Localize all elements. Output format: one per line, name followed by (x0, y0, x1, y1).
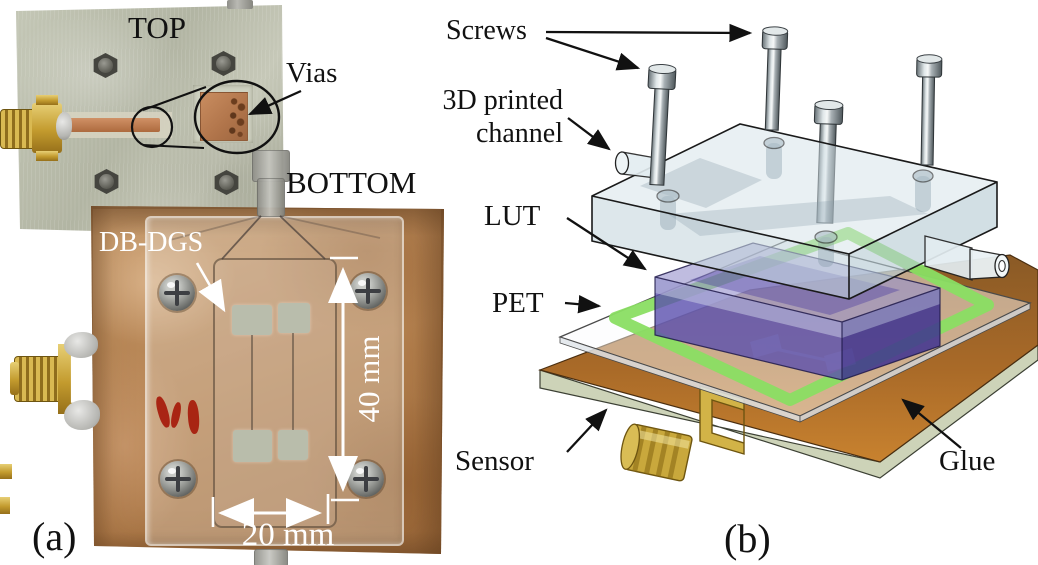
hex-bolt (211, 51, 236, 76)
dgs-pad (278, 430, 308, 460)
channel-arrow (567, 117, 611, 151)
bottom-photo-title: BOTTOM (286, 165, 417, 200)
pet-arrow (564, 295, 602, 314)
tube-fitting-neck (257, 178, 285, 217)
edge-contact (0, 464, 12, 479)
dim-width-label: 20 mm (241, 517, 335, 553)
channel-cavity-shadow (668, 196, 928, 236)
channel-block (591, 123, 998, 300)
screws-arrow-left (545, 36, 641, 71)
dgs-pattern-seen-through (750, 334, 856, 372)
sma-connector-bottom (14, 356, 62, 402)
dgs-label: DB-DGS (99, 227, 204, 258)
via-patch (200, 92, 248, 141)
screw-hole (814, 230, 838, 244)
screw-hole (912, 169, 934, 183)
top-tube-stub (227, 0, 253, 9)
phillips-screw (348, 461, 384, 497)
dim-height-label: 40 mm (351, 335, 386, 423)
pet-label: PET (492, 287, 544, 319)
sma-tab (36, 151, 58, 161)
glue-label: Glue (939, 445, 996, 477)
inlet-fitting (614, 151, 657, 179)
glue-arrow (901, 398, 962, 449)
copper-top (538, 254, 1038, 463)
sma-tab (36, 95, 58, 105)
lut-label: LUT (484, 200, 541, 232)
screw-4 (916, 54, 943, 166)
screws-arrow-right (545, 23, 753, 43)
channel-label-line2: channel (475, 118, 563, 149)
channel-cavity (213, 258, 337, 528)
screw-hole (763, 136, 785, 150)
sma-end-cap (10, 362, 19, 395)
sensor-arrow (566, 408, 608, 453)
channel-cavity-shadow (640, 158, 762, 208)
panel-b-label: (b) (724, 516, 771, 561)
glue-ring (609, 227, 994, 406)
channel-label-line1: 3D printed (442, 85, 563, 116)
outlet-fitting (924, 235, 1010, 281)
hex-bolt (214, 170, 239, 195)
dgs-slot (251, 335, 253, 430)
screw-2 (761, 26, 789, 131)
phillips-screw (350, 273, 386, 309)
callout-arrows (545, 23, 962, 453)
lut-arrow (566, 217, 647, 271)
solder-blob (64, 332, 98, 358)
tube-stub-bottom (254, 549, 288, 565)
pet-sheet (558, 227, 1032, 423)
dgs-pad (278, 303, 310, 333)
solder-blob (64, 400, 100, 430)
sma-connector-top (0, 109, 36, 149)
screws-label: Screws (446, 15, 527, 46)
hex-bolt (94, 169, 119, 194)
phillips-screw (159, 275, 195, 311)
microstrip-trace (60, 118, 160, 132)
screw-3 (813, 100, 844, 224)
edge-contact (0, 497, 10, 514)
top-photo-title: TOP (128, 10, 187, 45)
sensor-label: Sensor (455, 445, 534, 477)
vias-label: Vias (286, 57, 338, 89)
pet-edge (799, 302, 1031, 423)
screw-hole (656, 189, 680, 203)
sma-connector-3d (620, 385, 745, 482)
dgs-pad (233, 430, 272, 462)
hex-bolt (93, 53, 118, 78)
dgs-slot (292, 333, 294, 430)
pet-edge (559, 336, 801, 423)
panel-a-label: (a) (32, 514, 77, 559)
dgs-pad (232, 305, 272, 335)
screw-1 (647, 63, 677, 186)
solder-blob (56, 112, 72, 140)
phillips-screw (160, 461, 196, 497)
lut-block (654, 242, 941, 381)
bottom-view-photo (91, 206, 444, 554)
